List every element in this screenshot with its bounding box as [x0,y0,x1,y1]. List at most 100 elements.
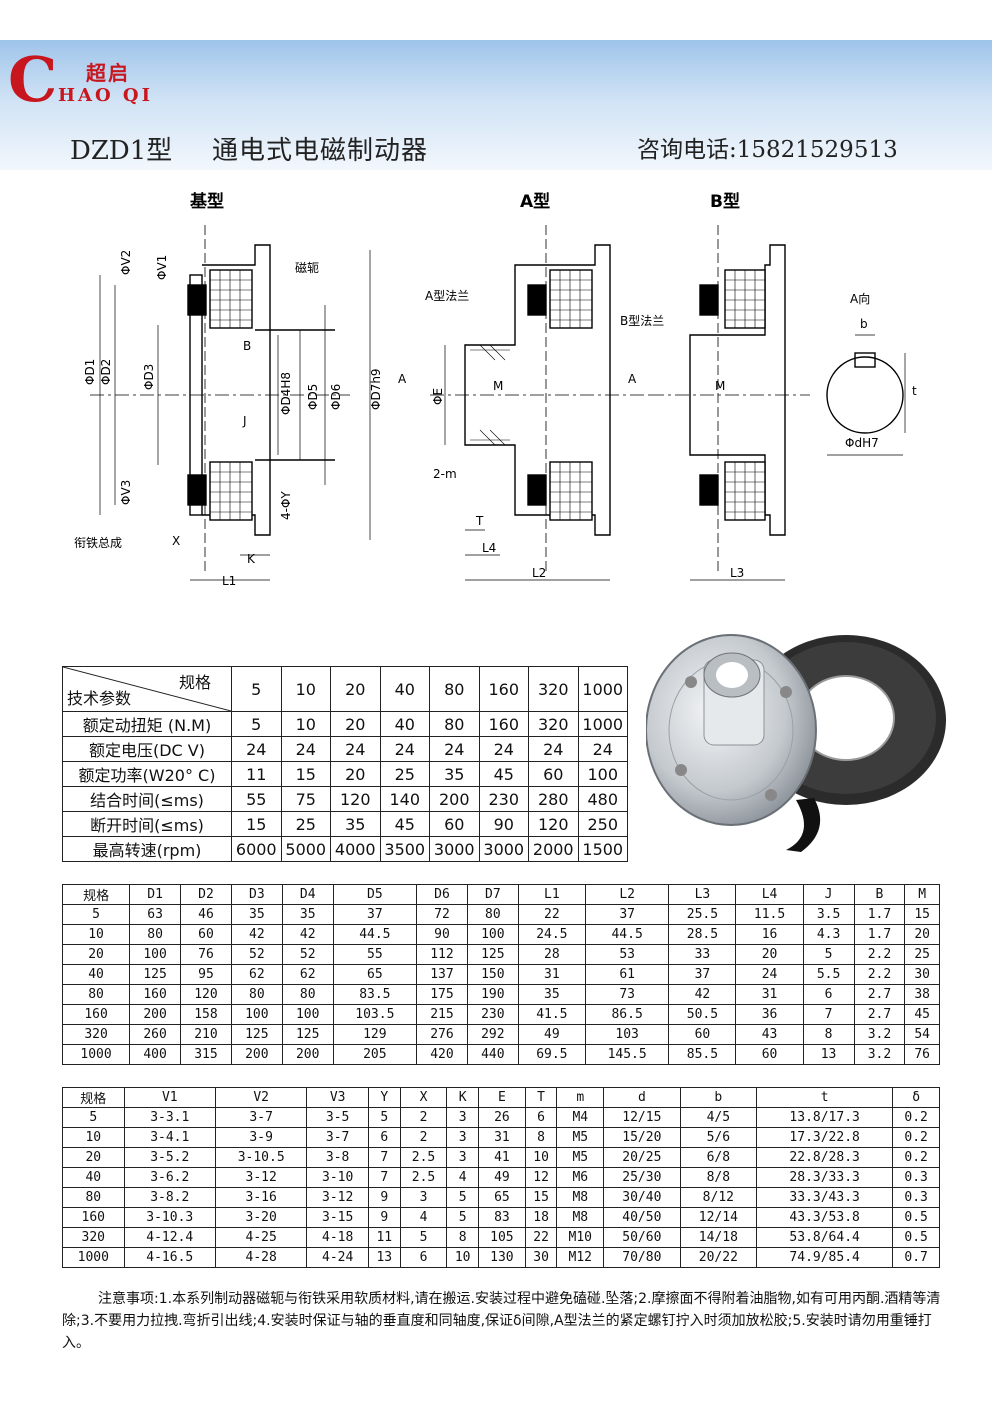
label-armature: 衔铁总成 [74,536,122,550]
table-cell: 15 [524,1187,558,1208]
table-cell: 75 [280,786,331,812]
table-cell: 52 [281,944,334,965]
contact-phone: 咨询电话:15821529513 [637,137,898,163]
table-cell: 205 [332,1044,418,1065]
table-cell: 25 [904,944,940,965]
svg-text:ΦD1: ΦD1 [83,359,97,385]
svg-text:2-m: 2-m [433,467,457,481]
table-cell: 3-8 [306,1147,369,1168]
table-cell: 53.8/64.4 [756,1227,894,1248]
table-cell: 16 [735,924,804,945]
table-cell: 20 [330,761,381,787]
table-cell: 100 [281,1004,334,1025]
table-cell: 4-18 [306,1227,369,1248]
table-cell: 315 [180,1044,232,1065]
table-cell: 38 [904,984,940,1005]
table-cell: 76 [180,944,232,965]
svg-text:ΦE: ΦE [431,388,445,405]
table-cell: 35 [330,811,381,837]
table-cell: 24 [478,736,529,762]
table-cell: 43.3/53.8 [756,1207,894,1228]
column-header: t [756,1087,894,1108]
table-cell: 55 [231,786,282,812]
table-cell: 3-5 [306,1107,369,1128]
table-cell: 25 [379,761,430,787]
model-number: DZD1型 [70,136,173,166]
table-cell: 33 [668,944,737,965]
table-cell: 35 [230,904,283,925]
corner-param-label: 技术参数 [67,689,132,708]
table-cell: 40 [62,1167,125,1188]
table-cell: 28.5 [668,924,737,945]
table-cell: 2000 [528,836,579,862]
table-cell: 2 [399,1127,448,1148]
title-type-a: A型 [520,191,550,212]
table-cell: 42 [281,924,334,945]
column-header: T [524,1087,558,1108]
table-cell: 43 [735,1024,804,1045]
table-cell: 20 [62,1147,125,1168]
table-cell: 65 [332,964,418,985]
table-cell: 230 [466,1004,519,1025]
table-cell: 35 [281,904,334,925]
table-cell: 480 [577,786,628,812]
spec-header-cell: 160 [478,666,529,712]
table-cell: 3-7 [214,1107,308,1128]
column-header: L4 [735,884,804,905]
table-cell: 46 [180,904,232,925]
svg-text:4-ΦY: 4-ΦY [279,491,293,520]
table-cell: 24 [429,736,480,762]
svg-text:ΦV3: ΦV3 [119,480,133,505]
table-cell: 7 [802,1004,855,1025]
svg-text:ΦD6: ΦD6 [329,384,343,410]
table-cell: 60 [528,761,579,787]
table-cell: 3-4.1 [123,1127,216,1148]
table-cell: 80 [129,924,182,945]
table-cell: 3.5 [802,904,855,925]
param-label-cell: 结合时间(≤ms) [62,786,232,812]
column-header: V3 [306,1087,369,1108]
table-cell: 24.5 [517,924,586,945]
table-cell: 2.2 [853,964,906,985]
column-header: M [904,884,940,905]
table-cell: 13 [367,1247,401,1268]
technical-drawing: 基型 磁轭 衔铁总成 ΦD1 ΦD2 ΦD3 ΦV [74,191,917,588]
svg-text:A: A [398,372,407,386]
table-cell: 24 [735,964,804,985]
table-cell: 24 [577,736,628,762]
table-cell: 54 [904,1024,940,1045]
table-cell: 83 [478,1207,526,1228]
table-cell: 60 [180,924,232,945]
svg-text:M: M [715,379,725,393]
svg-text:ΦdH7: ΦdH7 [845,436,879,450]
svg-text:ΦD5: ΦD5 [306,384,320,410]
table-cell: 12 [524,1167,558,1188]
table-cell: 129 [332,1024,418,1045]
column-header: δ [892,1087,940,1108]
svg-text:ΦD2: ΦD2 [99,359,113,385]
table-cell: 80 [466,904,519,925]
table-cell: 31 [517,964,586,985]
table-cell: 4-28 [214,1247,308,1268]
table-cell: 26 [478,1107,526,1128]
table-cell: 250 [577,811,628,837]
table-cell: 25/30 [603,1167,681,1188]
table-cell: 125 [281,1024,334,1045]
table-cell: 11 [367,1227,401,1248]
table-cell: 20 [904,924,940,945]
table-cell: 3 [446,1147,480,1168]
table-cell: 3500 [379,836,430,862]
table-cell: 2.2 [853,944,906,965]
table-cell: 4.3 [802,924,855,945]
column-header: E [478,1087,526,1108]
table-cell: 3.2 [853,1044,906,1065]
table-cell: 150 [466,964,519,985]
column-header: Y [367,1087,401,1108]
table-cell: 200 [230,1044,283,1065]
param-label-cell: 额定动扭矩 (N.M) [62,711,232,737]
